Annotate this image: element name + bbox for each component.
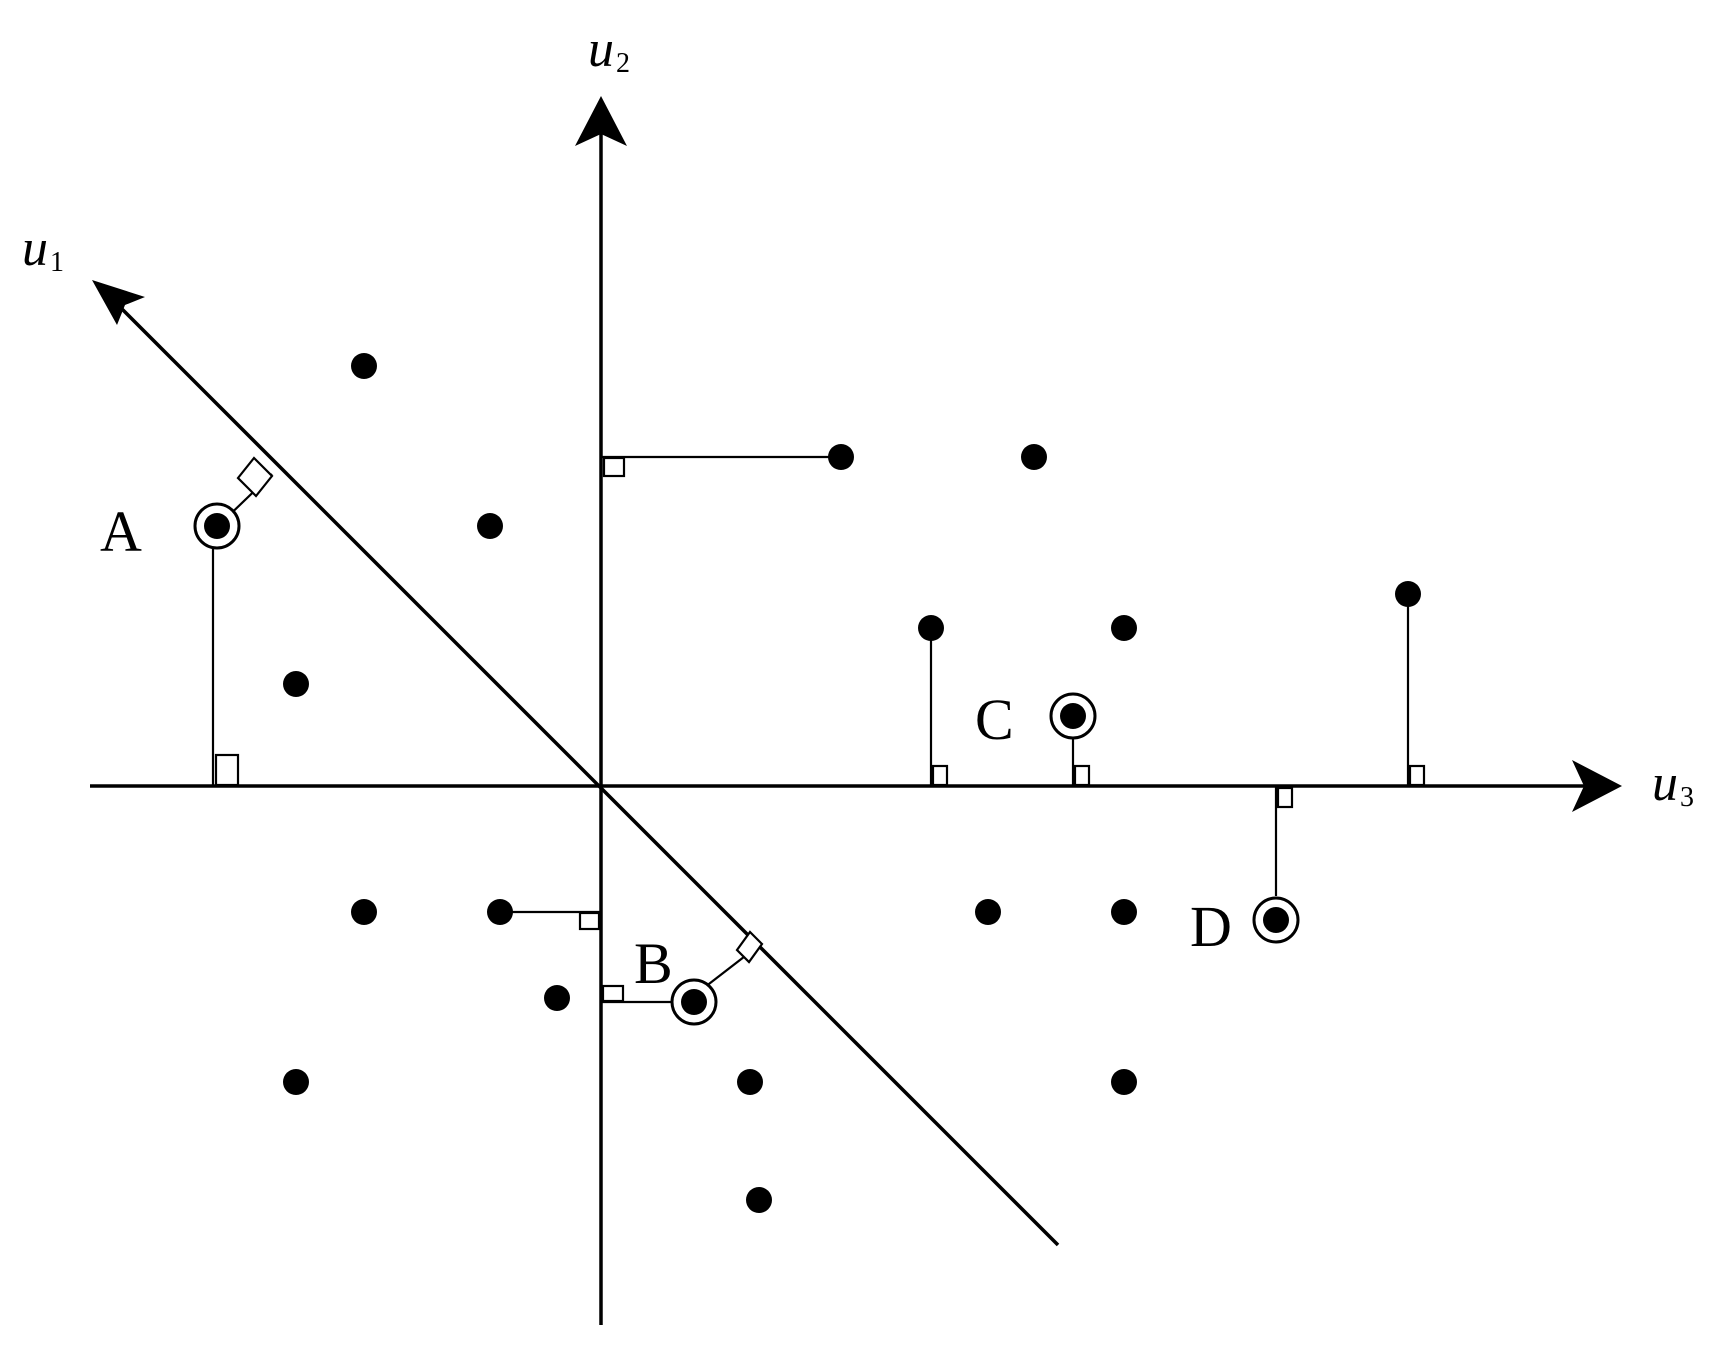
right-angle-marker (602, 456, 626, 478)
data-point (1111, 899, 1137, 925)
svg-text:u: u (22, 220, 48, 277)
data-point (544, 985, 570, 1011)
svg-text:1: 1 (50, 247, 64, 278)
u1-axis (113, 300, 1060, 1247)
svg-text:u: u (1652, 755, 1678, 812)
data-point (283, 1069, 309, 1095)
data-point (1111, 615, 1137, 641)
point-C-label: C (975, 687, 1014, 752)
data-point (487, 899, 513, 925)
point-C (1049, 692, 1097, 740)
u1-axis-label: u 1 (22, 220, 64, 278)
data-point (828, 444, 854, 470)
right-angle-marker (1276, 786, 1294, 809)
point-D-label: D (1190, 894, 1232, 959)
point-A (193, 502, 241, 550)
data-point (351, 353, 377, 379)
point-B (670, 978, 718, 1026)
u2-axis-label: u 2 (588, 21, 630, 79)
right-angle-marker (578, 911, 601, 931)
right-angle-marker (931, 764, 949, 787)
svg-text:u: u (588, 21, 614, 78)
data-point (351, 899, 377, 925)
right-angle-marker (735, 930, 764, 964)
data-point (746, 1187, 772, 1213)
data-point (737, 1069, 763, 1095)
u2-arrowhead (575, 96, 627, 146)
right-angle-marker (236, 456, 274, 498)
right-angle-marker (214, 753, 240, 787)
point-D (1252, 896, 1300, 944)
point-B-label: B (634, 931, 673, 996)
svg-text:2: 2 (616, 48, 630, 79)
data-point (918, 615, 944, 641)
svg-text:3: 3 (1680, 782, 1694, 813)
right-angle-marker (601, 984, 625, 1003)
right-angle-marker (1073, 764, 1091, 787)
right-angle-marker (1408, 764, 1426, 787)
data-point (477, 513, 503, 539)
point-A-label: A (100, 499, 142, 564)
data-point (975, 899, 1001, 925)
data-point (1021, 444, 1047, 470)
data-point (1395, 581, 1421, 607)
data-point (283, 671, 309, 697)
u3-arrowhead (1572, 760, 1622, 812)
u3-axis-label: u 3 (1652, 755, 1694, 813)
u1-arrowhead (92, 280, 145, 325)
data-point (1111, 1069, 1137, 1095)
